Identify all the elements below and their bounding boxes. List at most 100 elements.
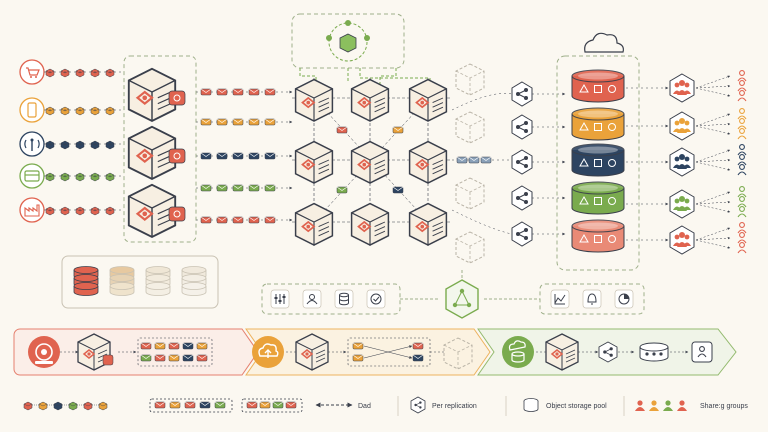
cache-frame — [61, 255, 219, 309]
database-icon — [334, 289, 354, 309]
square-icon — [594, 159, 602, 167]
share-icon — [511, 81, 533, 107]
broker-node — [294, 78, 334, 122]
message-envelope — [196, 354, 208, 362]
person-icon — [737, 154, 747, 166]
sliders-icon — [270, 289, 290, 309]
line-chart-icon — [550, 289, 570, 309]
message-envelope — [182, 342, 194, 350]
person-icon — [737, 118, 747, 130]
message-envelope — [154, 401, 166, 409]
message-envelope — [259, 401, 271, 409]
message-cube — [90, 106, 100, 116]
database-icon — [168, 148, 186, 164]
message-cube — [105, 106, 115, 116]
message-cube — [105, 68, 115, 78]
consumer-groups — [626, 70, 747, 255]
message-flows — [196, 88, 293, 224]
ingestion-frame — [123, 55, 197, 243]
message-cube — [75, 172, 85, 182]
legend: Dad Per replication Object storage pool … — [23, 396, 748, 416]
standby-node — [455, 63, 485, 96]
message-envelope — [272, 401, 284, 409]
message-envelope — [214, 401, 226, 409]
data-sources — [19, 59, 124, 223]
message-cube — [90, 172, 100, 182]
triangle-icon — [579, 157, 589, 167]
legend-message-batch-2 — [246, 401, 297, 409]
standby-node — [455, 111, 485, 144]
database-icon — [73, 266, 99, 296]
storage-frame — [556, 55, 640, 271]
legend-groups-label: Share:g groups — [700, 403, 748, 410]
message-envelope — [248, 152, 260, 160]
person-icon — [677, 400, 687, 411]
person-icon — [737, 242, 747, 254]
database-icon — [168, 206, 186, 222]
message-envelope — [264, 216, 276, 224]
pipeline-band — [13, 328, 737, 376]
message-envelope — [412, 354, 424, 362]
legend-cube — [38, 401, 48, 411]
message-envelope — [232, 216, 244, 224]
message-cube — [60, 68, 70, 78]
message-envelope — [248, 216, 260, 224]
triangle-icon — [579, 83, 589, 93]
message-cube — [75, 68, 85, 78]
database-icon — [181, 266, 207, 296]
triangle-icon — [579, 121, 589, 131]
person-icon — [737, 70, 747, 82]
share-icon — [511, 221, 533, 247]
ingestion-server — [127, 125, 177, 181]
message-envelope — [216, 118, 228, 126]
message-envelope — [232, 118, 244, 126]
person-icon — [635, 400, 645, 411]
pipeline-server — [545, 333, 579, 371]
standby-node — [455, 177, 485, 210]
cloud-upload-icon — [252, 336, 284, 368]
database-icon — [102, 354, 114, 366]
message-envelope — [196, 342, 208, 350]
people-icon — [669, 111, 695, 141]
user-profile-icon — [302, 289, 322, 309]
replication-nodes — [451, 81, 566, 247]
check-circle-icon — [366, 289, 386, 309]
orchestrator-node — [445, 279, 479, 319]
message-envelope — [456, 156, 468, 164]
square-icon — [594, 197, 602, 205]
message-envelope — [200, 118, 212, 126]
ingestion-server — [127, 67, 177, 123]
person-icon — [737, 80, 747, 92]
tools-left-frame — [261, 283, 401, 315]
person-icon — [737, 144, 747, 156]
legend-replication-label: Per replication — [432, 403, 477, 410]
person-icon — [737, 128, 747, 140]
wireless-signal-icon — [19, 131, 45, 157]
message-envelope — [336, 126, 348, 134]
broker-grid — [292, 78, 452, 248]
message-cube — [45, 106, 55, 116]
circle-icon — [608, 159, 616, 167]
message-envelope — [336, 186, 348, 194]
database-icon — [145, 266, 171, 296]
people-icon — [669, 225, 695, 255]
triangle-icon — [579, 195, 589, 205]
person-icon — [691, 341, 713, 363]
share-icon — [511, 185, 533, 211]
message-envelope — [182, 354, 194, 362]
message-envelope — [468, 156, 480, 164]
circle-icon — [608, 235, 616, 243]
share-icon — [598, 341, 618, 363]
top-cluster-ring — [326, 20, 370, 62]
square-icon — [594, 235, 602, 243]
circle-icon — [608, 197, 616, 205]
bell-icon — [582, 289, 602, 309]
cloud-icon — [584, 32, 624, 53]
message-cube — [90, 206, 100, 216]
message-envelope — [154, 354, 166, 362]
broker-node — [408, 78, 448, 122]
message-envelope — [285, 401, 297, 409]
circle-icon — [608, 85, 616, 93]
message-envelope — [216, 184, 228, 192]
